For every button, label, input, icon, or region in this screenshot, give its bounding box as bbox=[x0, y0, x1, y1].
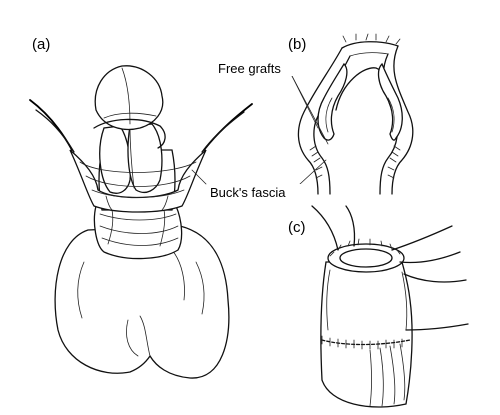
panel-b-label: (b) bbox=[288, 36, 306, 53]
bucks-fascia-label-bg bbox=[208, 184, 302, 201]
panel-c-label: (c) bbox=[288, 219, 306, 236]
panel-a-label: (a) bbox=[32, 36, 50, 53]
bucks-fascia-label: Buck's fascia bbox=[210, 185, 286, 200]
free-grafts-label-bg bbox=[216, 60, 298, 76]
panel-c-drawing bbox=[311, 205, 469, 408]
panel-a-drawing bbox=[29, 65, 253, 379]
bucks-fascia-leader-left bbox=[191, 169, 207, 185]
callout-leaders bbox=[191, 75, 329, 185]
free-grafts-leader-2 bbox=[291, 75, 329, 145]
panel-b-drawing bbox=[297, 33, 414, 195]
bucks-fascia-leader-right bbox=[299, 159, 327, 185]
free-grafts-label: Free grafts bbox=[218, 61, 281, 76]
